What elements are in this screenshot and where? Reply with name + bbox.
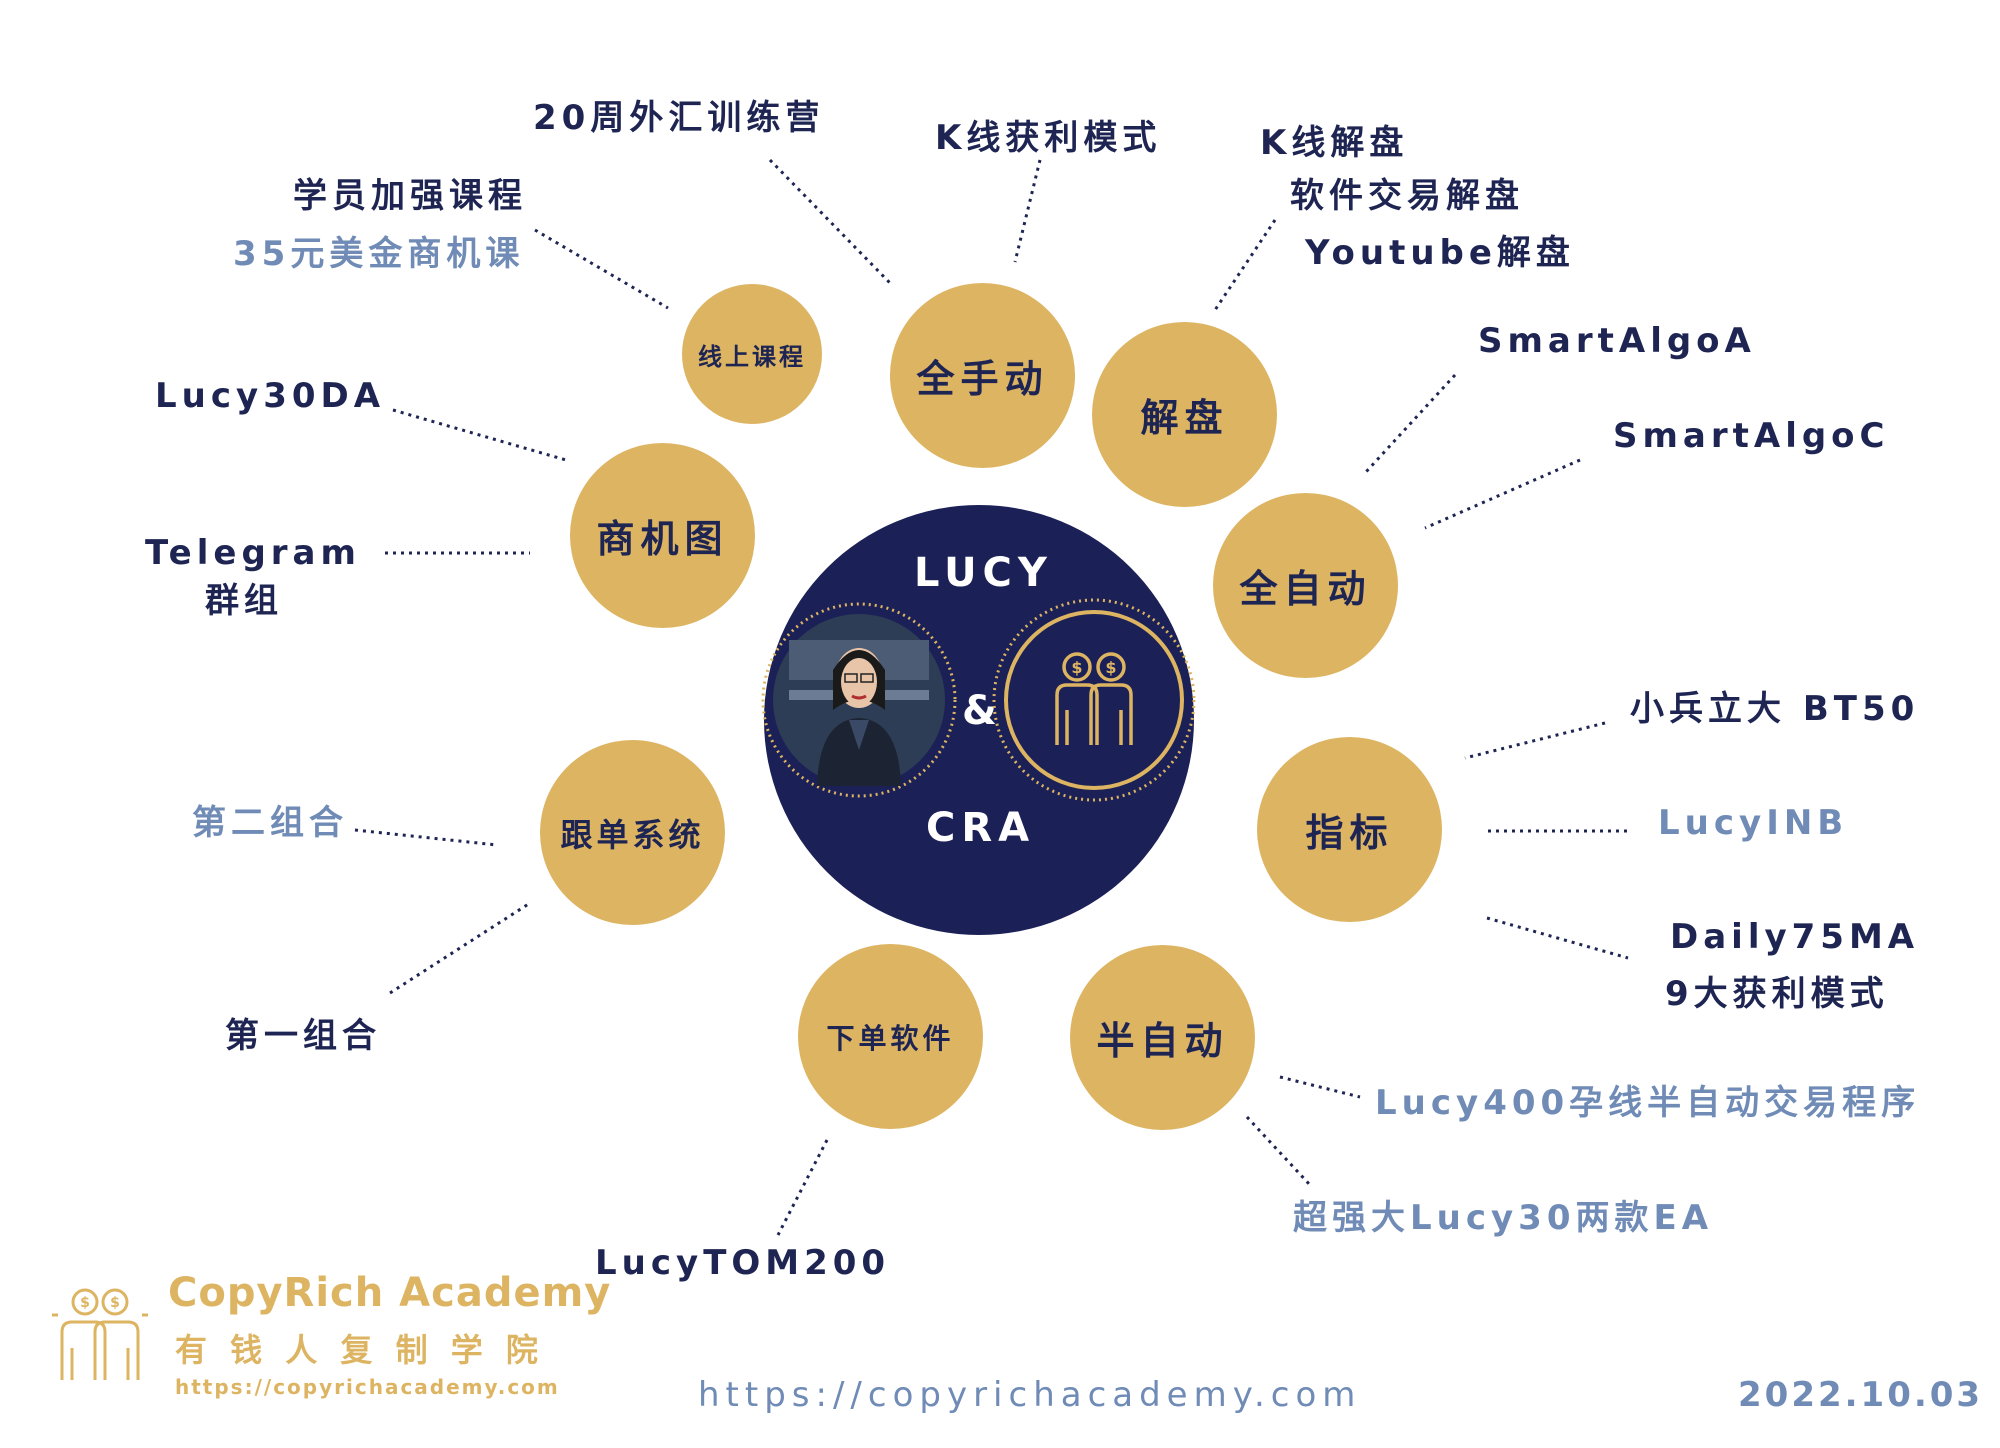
- label-smartalgo-a: SmartAlgoA: [1478, 321, 1756, 361]
- copyrich-logo-icon: $ $: [52, 1288, 148, 1380]
- node-order-software: 下单软件: [798, 944, 983, 1129]
- node-full-manual: 全手动: [890, 283, 1075, 468]
- label-lucy30da: Lucy30DA: [155, 376, 386, 416]
- label-nine-modes: 9大获利模式: [1665, 974, 1889, 1014]
- node-semi-auto: 半自动: [1070, 945, 1255, 1130]
- label-telegram-group: 群组: [205, 581, 283, 621]
- svg-text:$: $: [1071, 658, 1082, 677]
- label-group-two: 第二组合: [192, 803, 348, 843]
- brand-chinese: 有 钱 人 复 制 学 院: [175, 1331, 544, 1369]
- brand-name: CopyRich Academy: [168, 1270, 612, 1316]
- people-money-icon: $ $: [992, 598, 1196, 802]
- label-smartalgo-c: SmartAlgoC: [1613, 416, 1890, 456]
- label-software-analysis: 软件交易解盘: [1290, 176, 1524, 216]
- svg-text:$: $: [80, 1295, 90, 1311]
- label-bt50: 小兵立大 BT50: [1630, 689, 1920, 729]
- label-lucytom200: LucyTOM200: [595, 1243, 891, 1283]
- label-daily75ma: Daily75MA: [1670, 917, 1920, 957]
- avatar-portrait: [761, 602, 957, 798]
- svg-text:$: $: [1105, 658, 1116, 677]
- footer-date: 2022.10.03: [1738, 1375, 1984, 1415]
- label-lucy400: Lucy400孕线半自动交易程序: [1375, 1083, 1921, 1123]
- label-kline-profit: K线获利模式: [935, 118, 1162, 158]
- label-student-course: 学员加强课程: [293, 176, 527, 216]
- label-lucyinb: LucyINB: [1658, 803, 1849, 843]
- center-amp: &: [962, 688, 997, 734]
- node-indicator: 指标: [1257, 737, 1442, 922]
- label-group-one: 第一组合: [225, 1016, 381, 1056]
- center-title-cra: CRA: [926, 805, 1036, 851]
- svg-text:$: $: [110, 1295, 120, 1311]
- center-circle: LUCY & CRA $ $: [761, 505, 1196, 935]
- node-business-chart: 商机图: [570, 443, 755, 628]
- label-lucy30-ea: 超强大Lucy30两款EA: [1293, 1198, 1714, 1238]
- brand-url: https://copyrichacademy.com: [175, 1375, 560, 1399]
- footer-url[interactable]: https://copyrichacademy.com: [698, 1375, 1362, 1415]
- node-online-course: 线上课程: [682, 284, 822, 424]
- node-analysis: 解盘: [1092, 322, 1277, 507]
- node-copy-trade: 跟单系统: [540, 740, 725, 925]
- label-telegram: Telegram: [145, 533, 361, 573]
- node-full-auto: 全自动: [1213, 493, 1398, 678]
- label-kline-analysis: K线解盘: [1260, 123, 1409, 163]
- label-usd35-course: 35元美金商机课: [233, 234, 525, 274]
- label-fx-camp: 20周外汇训练营: [533, 98, 825, 138]
- label-youtube-analysis: Youtube解盘: [1305, 233, 1575, 273]
- center-title-lucy: LUCY: [914, 550, 1053, 596]
